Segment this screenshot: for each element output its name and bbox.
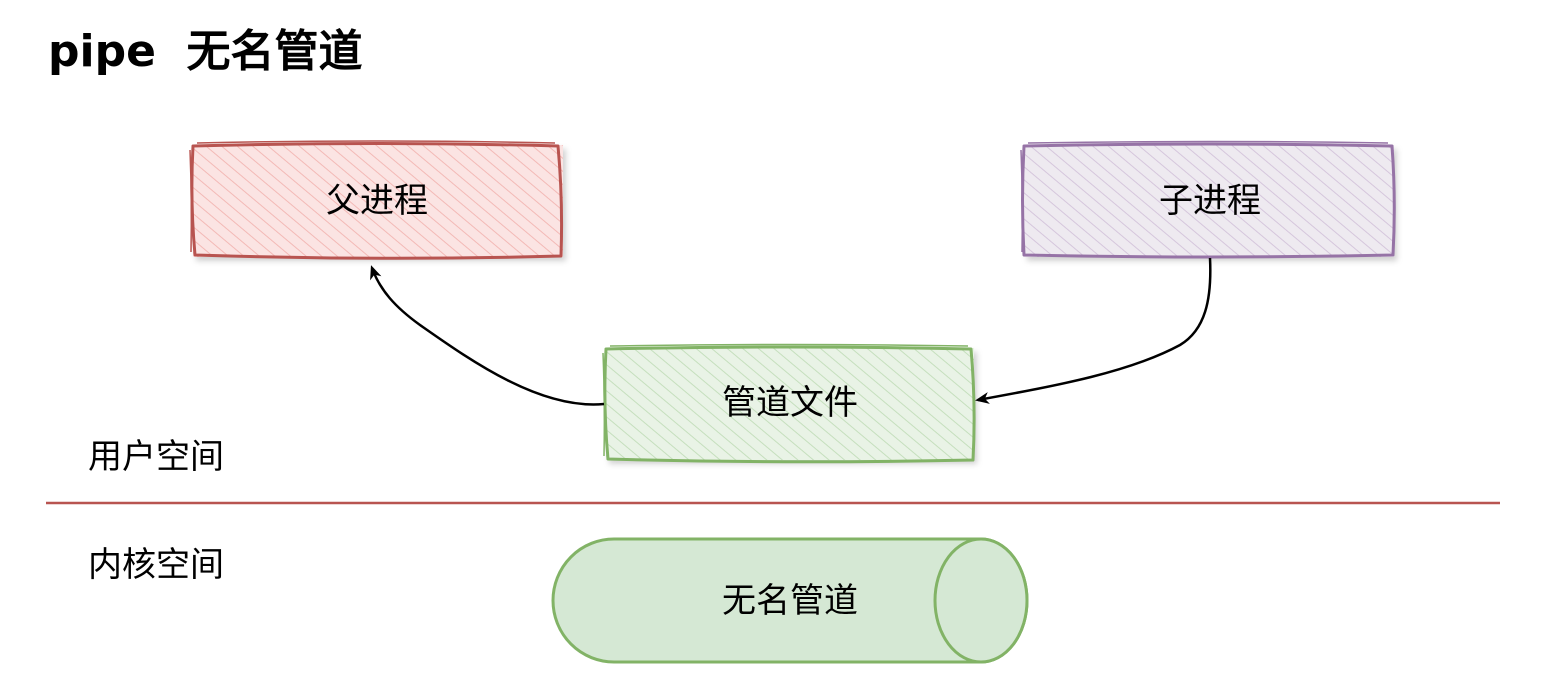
child-process-label: 子进程 <box>1159 181 1261 221</box>
pipe-file-label: 管道文件 <box>722 383 858 423</box>
parent-process-label: 父进程 <box>326 181 428 221</box>
arrow-pipe-to-parent <box>370 265 605 406</box>
kernel-space-label: 内核空间 <box>88 545 224 585</box>
anonymous-pipe-label: 无名管道 <box>722 581 858 621</box>
child-process-node[interactable]: 子进程 <box>1020 140 1396 259</box>
pipe-file-node[interactable]: 管道文件 <box>602 343 976 464</box>
parent-process-node[interactable]: 父进程 <box>189 140 564 260</box>
user-space-label: 用户空间 <box>88 437 224 477</box>
arrow-child-to-pipe <box>975 257 1212 404</box>
anonymous-pipe-cylinder[interactable]: 无名管道 <box>551 537 1029 664</box>
page-title: pipe 无名管道 <box>48 26 363 77</box>
